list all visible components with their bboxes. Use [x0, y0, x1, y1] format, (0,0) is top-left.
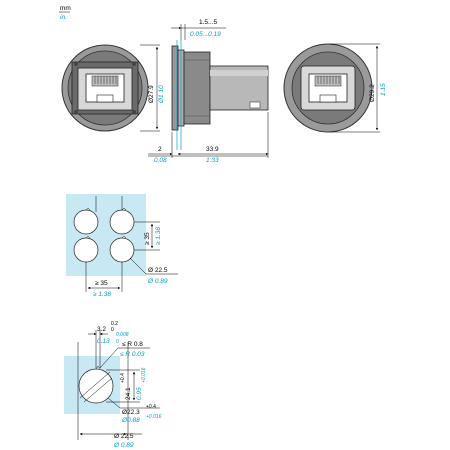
- side-view: [171, 40, 269, 150]
- pitch-v-mm: ≥ 35: [144, 232, 151, 245]
- grid-horizontal-pitch: ≥ 35 ≥ 1.38: [85, 262, 123, 298]
- depth-mm: 33.9: [206, 146, 219, 153]
- flat-mm: 24.1: [125, 387, 132, 400]
- dia-left-in: Ø1.10: [158, 85, 165, 104]
- grid-vertical-pitch: ≥ 35 ≥ 1.38: [134, 221, 162, 251]
- grid-hole-mm: Ø 22.5: [148, 267, 168, 274]
- flat-mm-tol: +0.4: [120, 373, 126, 383]
- key-mm-tol-bot: 0: [111, 327, 114, 333]
- rj45-pins-right: [317, 76, 340, 84]
- flange-in: 0.08: [154, 157, 167, 164]
- grid-hole-in: Ø 0.89: [147, 278, 168, 285]
- gap-dimension: 1.5...5 0.05...0.19: [171, 19, 226, 40]
- units-legend: mm in.: [59, 5, 71, 21]
- dia-right-in: 1.15: [380, 83, 387, 96]
- depth-in: 1.33: [206, 157, 219, 164]
- dia-left-dimension: Ø27.9 Ø1.10: [140, 44, 165, 132]
- dia-right-dimension: Ø29.2 1.15: [330, 43, 387, 133]
- radius-mm: ≤ R 0.8: [122, 341, 143, 348]
- key-in: 0.13: [97, 338, 110, 345]
- cut-dia-mm: Ø22.3: [122, 409, 140, 416]
- cutout-outer-dimension: Ø 22.5 Ø 0.89: [79, 432, 142, 449]
- cut-dia-in: Ø0.88: [121, 417, 140, 424]
- grid-hole-diameter: Ø 22.5 Ø 0.89: [129, 257, 178, 285]
- dia-right-mm: Ø29.2: [369, 84, 376, 102]
- flat-in-tol: +0.016: [141, 367, 147, 383]
- cut-dia-in-tol: +0.016: [146, 414, 162, 420]
- key-dimension: 3.2 0.2 0 0.13 0.008 0: [88, 321, 129, 368]
- flat-in: 0.95: [136, 387, 143, 400]
- gap-mm: 1.5...5: [199, 19, 217, 26]
- grid-layout-drawing: [66, 194, 146, 276]
- cutout-diameter-dimension: Ø22.3 +0.4 Ø0.88 +0.016: [107, 397, 162, 424]
- radius-in: ≤ R 0.03: [120, 351, 145, 358]
- key-in-tol-bot: 0: [116, 339, 119, 345]
- cutout-drawing: [64, 342, 129, 440]
- front-view-left: [61, 44, 149, 132]
- cut-dia-mm-tol: +0.4: [146, 404, 156, 410]
- flat-dimension: 24.1 +0.4 0.95 +0.016: [106, 367, 147, 403]
- key-mm-tol-top: 0.2: [111, 321, 118, 327]
- gap-in: 0.05...0.19: [190, 31, 221, 38]
- pitch-h-mm: ≥ 35: [95, 280, 108, 287]
- unit-mm: mm: [60, 5, 71, 12]
- pitch-v-in: ≥ 1.38: [155, 227, 162, 245]
- key-in-tol-top: 0.008: [116, 332, 129, 338]
- pitch-h-in: ≥ 1.38: [93, 291, 111, 298]
- radius-dimension: ≤ R 0.8 ≤ R 0.03: [99, 341, 150, 369]
- front-view-right: [283, 43, 373, 133]
- dia-left-mm: Ø27.9: [148, 85, 155, 103]
- key-mm: 3.2: [97, 326, 106, 333]
- rj45-pins-left: [94, 76, 117, 84]
- flange-mm: 2: [158, 146, 162, 153]
- cut-outer-mm: Ø 22.5: [114, 433, 134, 440]
- unit-in: in.: [60, 14, 67, 21]
- cut-outer-in: Ø 0.89: [113, 442, 134, 449]
- depth-dimension: 2 0.08 33.9 1.33: [148, 112, 269, 164]
